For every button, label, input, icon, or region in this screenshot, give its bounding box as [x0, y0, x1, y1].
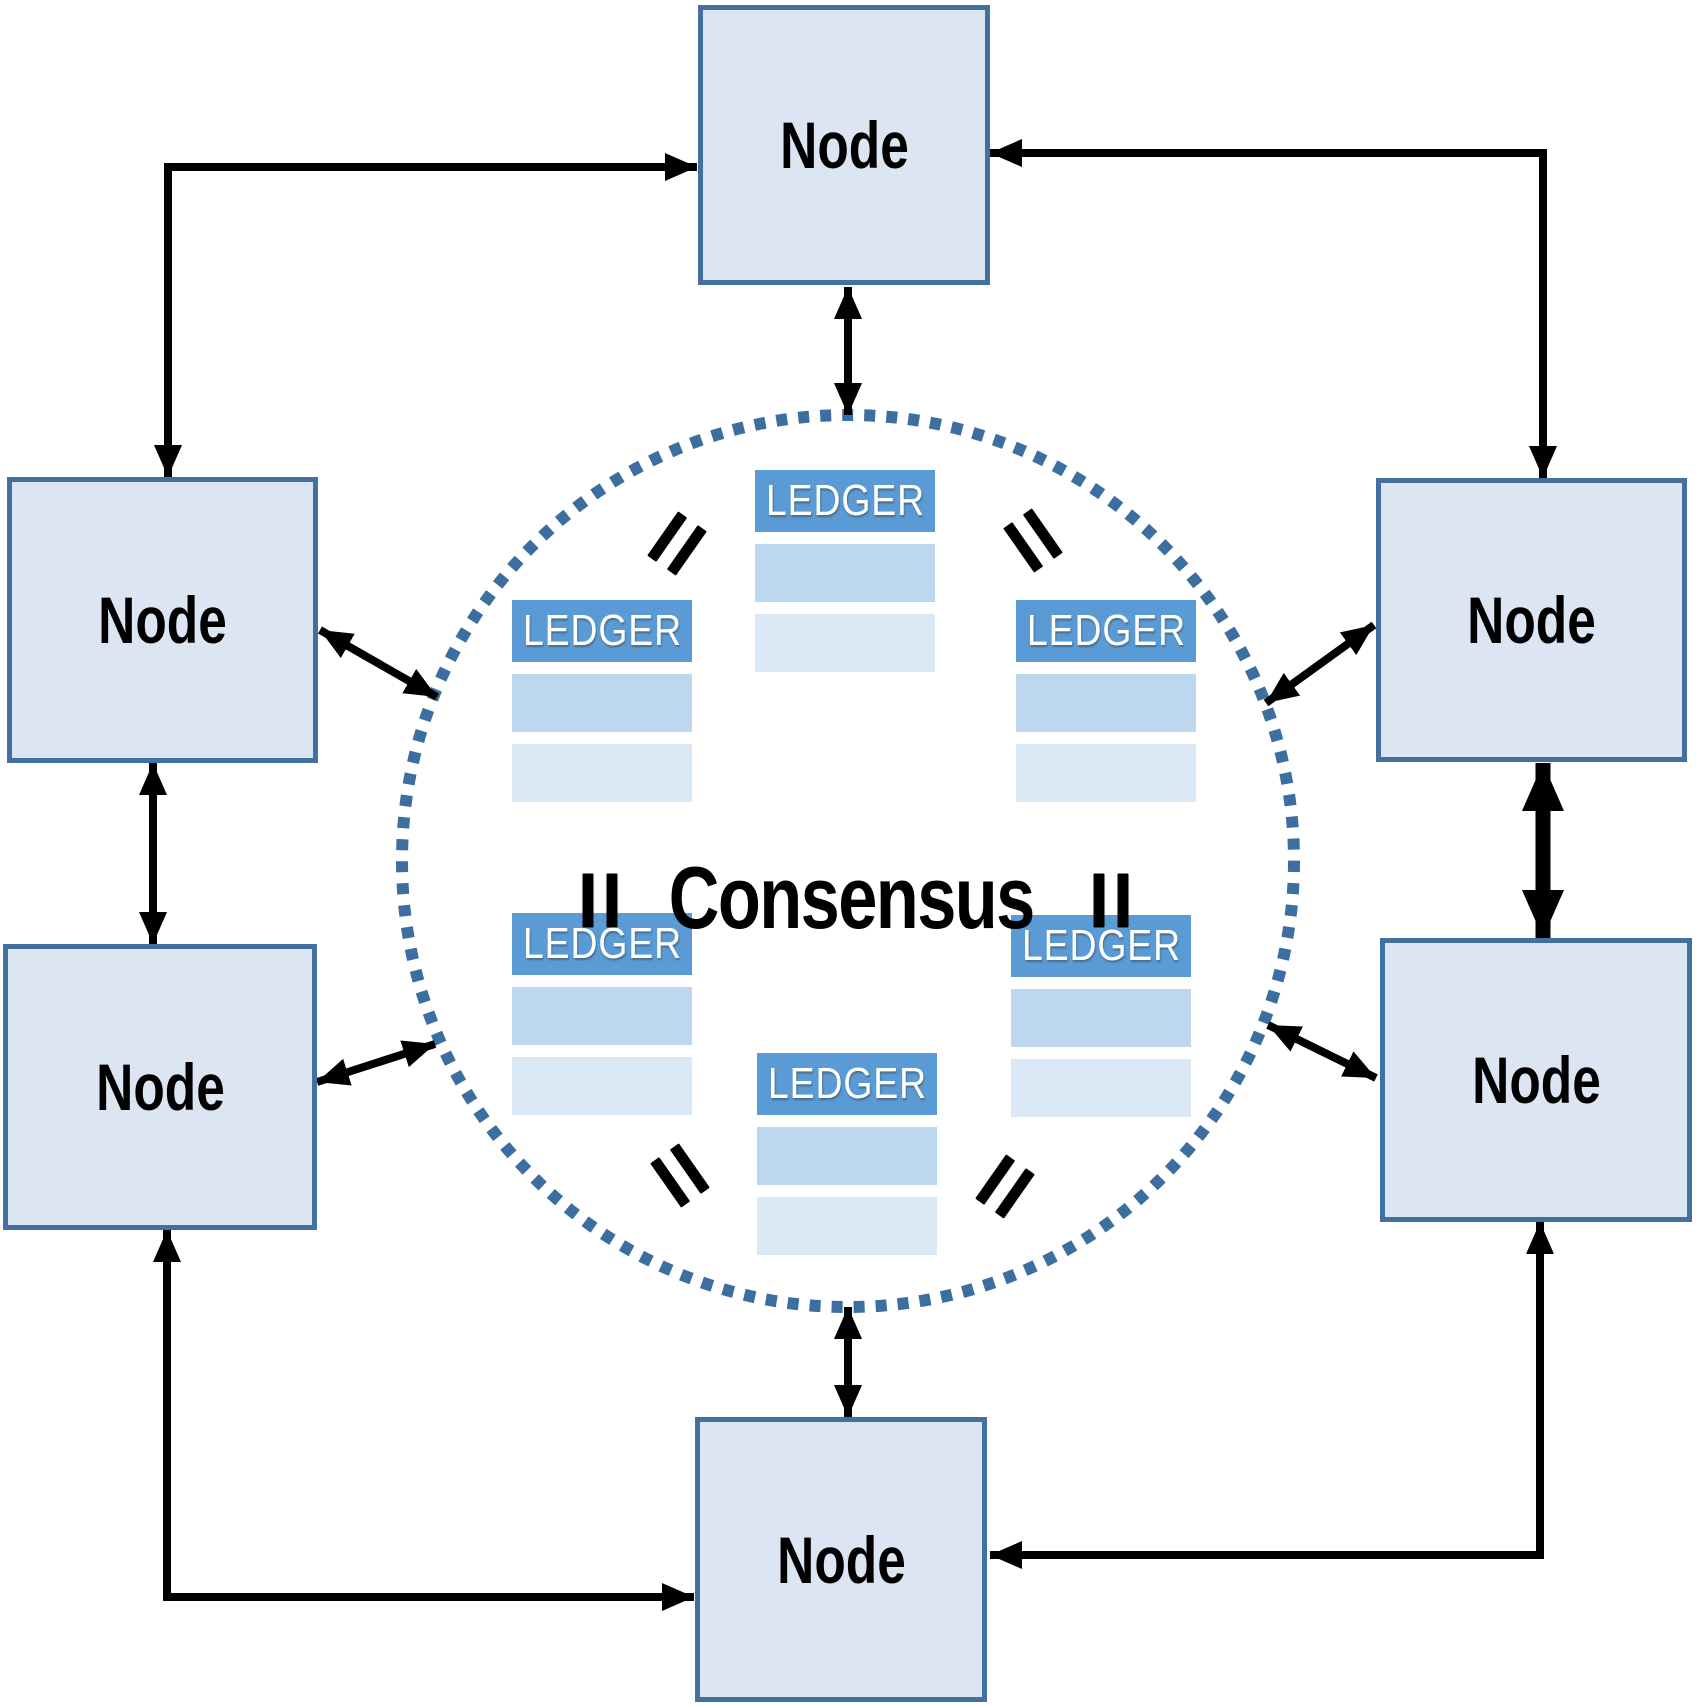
ledger-stack-lower-left: LEDGER: [512, 913, 692, 1127]
connector-left-upper-circle: [318, 626, 439, 701]
connector-top-left-elbow: [154, 153, 697, 477]
connector-right-lower-circle: [1266, 1021, 1378, 1082]
node-box-bottom: Node: [695, 1417, 987, 1702]
ledger-stack-top-center: LEDGER: [755, 470, 935, 684]
ledger-label: LEDGER: [522, 606, 682, 655]
ledger-header: LEDGER: [512, 913, 692, 975]
node-box-left-upper: Node: [7, 477, 318, 763]
ledger-row: [1016, 744, 1196, 802]
connector-top-right-elbow: [990, 139, 1557, 478]
consensus-title: Consensus: [601, 845, 1101, 951]
ledger-row: [1016, 674, 1196, 732]
ledger-row: [512, 744, 692, 802]
ledger-label: LEDGER: [767, 1059, 927, 1108]
node-box-right-upper: Node: [1376, 478, 1687, 762]
node-label: Node: [1471, 1043, 1601, 1117]
ledger-header: LEDGER: [1016, 600, 1196, 662]
ledger-row: [1011, 989, 1191, 1047]
ledger-header: LEDGER: [755, 470, 935, 532]
ledger-stack-upper-left: LEDGER: [512, 600, 692, 814]
ledger-label: LEDGER: [765, 476, 925, 525]
ledger-header: LEDGER: [757, 1053, 937, 1115]
node-box-left-lower: Node: [3, 944, 317, 1230]
ledger-row: [1011, 1059, 1191, 1117]
ledger-row: [757, 1197, 937, 1255]
node-label: Node: [776, 1522, 906, 1597]
ledger-row: [512, 987, 692, 1045]
connector-right-upper-circle: [1263, 621, 1377, 707]
connector-bottom-left-elbow: [153, 1230, 694, 1611]
ledger-label: LEDGER: [522, 919, 682, 968]
node-box-right-lower: Node: [1380, 938, 1692, 1222]
ledger-stack-upper-right: LEDGER: [1016, 600, 1196, 814]
consensus-label: Consensus: [668, 848, 1035, 947]
node-label: Node: [1467, 583, 1596, 657]
ledger-row: [757, 1127, 937, 1185]
ledger-row: [755, 614, 935, 672]
ledger-label: LEDGER: [1026, 606, 1186, 655]
ledger-row: [755, 544, 935, 602]
ledger-row: [512, 674, 692, 732]
ledger-row: [512, 1057, 692, 1115]
connector-left-lower-circle: [315, 1040, 437, 1086]
ledger-label: LEDGER: [1021, 921, 1181, 970]
node-box-top: Node: [698, 5, 990, 285]
node-label: Node: [95, 1050, 225, 1124]
connector-bottom-right-elbow: [990, 1222, 1554, 1569]
ledger-header: LEDGER: [512, 600, 692, 662]
ledger-stack-bottom-center: LEDGER: [757, 1053, 937, 1267]
ledger-header: LEDGER: [1011, 915, 1191, 977]
ledger-stack-lower-right: LEDGER: [1011, 915, 1191, 1129]
node-label: Node: [98, 583, 227, 657]
node-label: Node: [779, 108, 909, 182]
